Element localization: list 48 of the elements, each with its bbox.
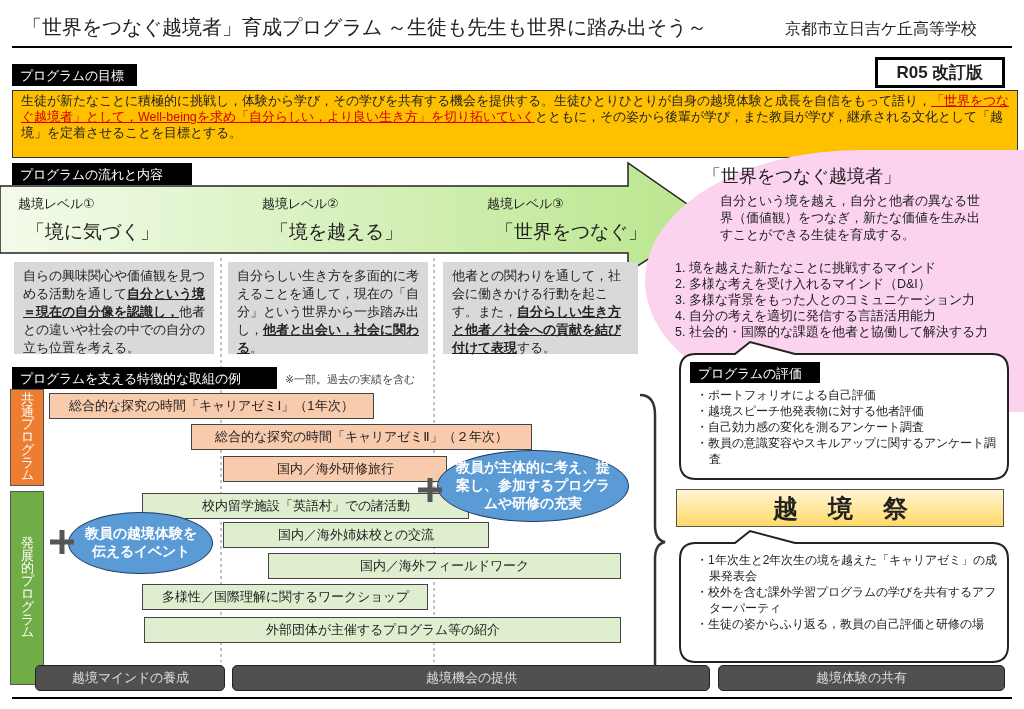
bullet-item: ・越境スピーチ他発表物に対する他者評価 (696, 403, 925, 419)
description-box: 他者との関わりを通して，社会に働きかける行動を起こす。また，自分らしい生き方と他者／社会への貢献を結び付けて表現する。 (443, 262, 638, 354)
bullet-item: ・校外を含む課外学習プログラムの学びを共有するアフターパーティ (696, 584, 997, 616)
section-tab: プログラムを支える特徴的な取組の例 (12, 367, 277, 389)
list-item: 1. 境を越えた新たなことに挑戦するマインド (675, 260, 936, 277)
level-title: 「境を越える」 (270, 220, 403, 244)
bullet-item: ・生徒の姿からふり返る，教員の自己評価と研修の場 (696, 616, 985, 632)
heading: 「世界をつなぐ越境者」 (703, 165, 901, 188)
section-tab: プログラムの評価 (690, 362, 820, 383)
program-bar: 国内／海外研修旅行 (223, 456, 447, 482)
level-title: 「世界をつなぐ」 (495, 220, 647, 244)
description-box: 自分らしい生き方を多面的に考えることを通して，現在の「自分」という世界から一歩踏み出し，他者と出会い，社会に関わる。 (228, 262, 428, 354)
bullet-item: ・1年次生と2年次生の境を越えた「キャリアゼミ」の成果発表会 (696, 552, 999, 584)
level-label: 越境レベル③ (487, 195, 564, 213)
list-item: 5. 社会的・国際的な課題を他者と協働して解決する力 (675, 324, 988, 341)
category-bar: 共通プログラム (10, 389, 44, 486)
program-bar: 総合的な探究の時間「キャリアゼミⅠ」（1年次） (49, 393, 374, 419)
bullet-item: ・教員の意識変容やスキルアップに関するアンケート調査 (696, 435, 997, 467)
list-item: 4. 自分の考えを適切に発信する言語活用能力 (675, 308, 936, 325)
list-item: 3. 多様な背景をもった人とのコミュニケーション力 (675, 292, 975, 309)
section-tab: プログラムの目標 (12, 64, 137, 86)
level-label: 越境レベル② (262, 195, 339, 213)
list-item: 2. 多様な考えを受け入れるマインド（D&I） (675, 276, 931, 293)
ellipse-callout: 教員の越境体験を伝えるイベント (68, 512, 213, 574)
section-tab: プログラムの流れと内容 (12, 163, 192, 185)
program-bar: 国内／海外姉妹校との交流 (223, 522, 489, 548)
level-title: 「境に気づく」 (26, 220, 159, 244)
goal-box: 生徒が新たなことに積極的に挑戦し，体験から学び，その学びを共有する機会を提供する。生徒ひとりひとりが自身の越境体験と成長を自信をもって語り，「世界をつなぐ越境者」として，Well-beingを求め「自分らしい，より良い生き方」を切り拓いていくとともに，その姿から後輩が学び，また教員が学び，継承される文化として「越境」を定着させることを目標とする。 (12, 90, 1018, 158)
program-bar: 多様性／国際理解に関するワークショップ (142, 584, 428, 610)
phase-bar: 越境体験の共有 (718, 665, 1005, 691)
bullet-item: ・自己効力感の変化を測るアンケート調査 (696, 419, 925, 435)
phase-bar: 越境マインドの養成 (35, 665, 225, 691)
event-banner: 越境祭 (676, 489, 1004, 527)
bullet-item: ・ポートフォリオによる自己評価 (696, 387, 877, 403)
program-bar: 総合的な探究の時間「キャリアゼミⅡ」（２年次） (191, 424, 532, 450)
note: ※一部。過去の実績を含む (285, 372, 416, 387)
ellipse-callout: 教員が主体的に考え、提案し、参加するプログラムや研修の充実 (437, 450, 629, 522)
level-label: 越境レベル① (18, 195, 95, 213)
program-bar: 国内／海外フィールドワーク (268, 553, 621, 579)
description-box: 自らの興味関心や価値観を見つめる活動を通して自分という境＝現在の自分像を認識し，他者との違いや社会の中での自分の立ち位置を考える。 (14, 262, 214, 354)
category-bar: 発展的プログラム (10, 491, 44, 685)
program-bar: 校内留学施設「英語村」での諸活動 (142, 493, 469, 519)
description: 自分という境を越え，自分と他者の異なる世界（価値観）をつなぎ，新たな価値を生み出すことができる生徒を育成する。 (720, 192, 981, 243)
school-name: 京都市立日吉ケ丘高等学校 (785, 19, 977, 39)
phase-bar: 越境機会の提供 (232, 665, 710, 691)
version-badge: R05 改訂版 (875, 57, 1005, 88)
program-bar: 外部団体が主催するプログラム等の紹介 (144, 617, 621, 643)
page-title: 「世界をつなぐ越境者」育成プログラム ～生徒も先生も世界に踏み出そう～ (22, 15, 708, 40)
